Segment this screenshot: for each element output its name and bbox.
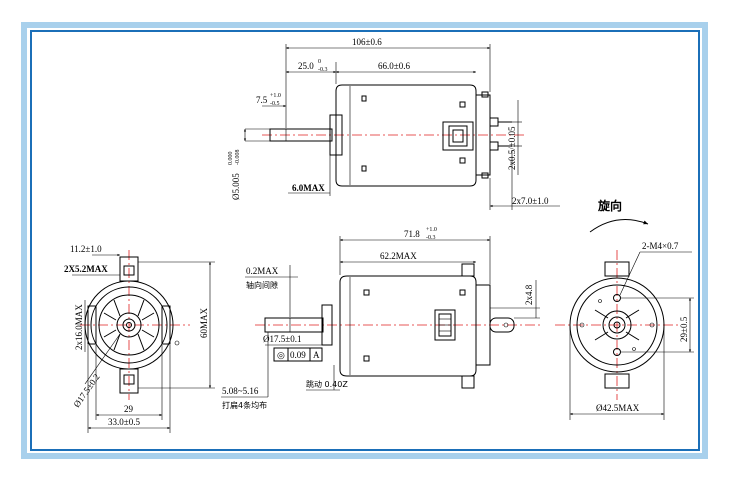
svg-text:0: 0	[318, 59, 321, 65]
shaft-diameter-label: Ø5.005	[231, 173, 241, 200]
pilot-diameter-label: Ø17.5±0.1	[263, 334, 301, 344]
hole-diameter-label: Ø17.5±0.2	[71, 372, 101, 409]
svg-text:-0.5: -0.5	[270, 101, 280, 107]
slot-width-label: 2x16.0MAX	[74, 304, 84, 350]
length-b-label: 62.2MAX	[380, 251, 417, 261]
flatness-symbol: ◎	[277, 350, 285, 360]
range-description: 打扁4条均布	[222, 400, 267, 410]
terminal-length-label: 2x7.0±1.0	[512, 196, 549, 206]
svg-text:-0.008: -0.008	[235, 150, 241, 166]
body-length-label: 71.8	[404, 229, 420, 239]
svg-text:0.000: 0.000	[228, 152, 234, 166]
top-view: 106±0.6 25.0 0 -0.3 66.0±0.6 7.5 +1.0 -0…	[228, 37, 560, 210]
rotation-label: 旋向	[597, 198, 622, 213]
flatness-value: 0.09	[290, 350, 306, 360]
svg-text:-0.3: -0.3	[426, 235, 436, 241]
range-label: 5.08~5.16	[222, 386, 259, 396]
side-protrusion-label: 2X5.2MAX	[64, 264, 108, 274]
flatness-datum: A	[313, 350, 320, 360]
rear-view: 旋向 2-M4×0.7 29±0.5 Ø42.5MAX	[555, 198, 694, 420]
terminal-label: 2x4.8	[524, 284, 534, 305]
endplay-label: 0.2MAX	[246, 266, 279, 276]
shaft-flat-label: 7.5	[256, 95, 268, 105]
side-view: 71.8 +1.0 -0.3 62.2MAX 0.2MAX 轴向间隙 2x4.8…	[221, 227, 540, 410]
flatness-frame	[273, 347, 323, 362]
inner-frame	[30, 30, 700, 451]
hole-spacing-label: 29±0.5	[679, 316, 689, 342]
endplay-description: 轴向间隙	[246, 280, 278, 290]
outer-frame	[21, 22, 708, 459]
inner-width-label: 29	[124, 404, 134, 414]
height-label: 60MAX	[199, 307, 209, 338]
svg-text:+1.0: +1.0	[426, 227, 437, 233]
body-length-label: 66.0±0.6	[378, 61, 410, 71]
rear-diameter-label: Ø42.5MAX	[596, 403, 640, 413]
shaft-length-label: 25.0	[298, 61, 314, 71]
top-offset-label: 11.2±1.0	[70, 244, 102, 254]
outer-width-label: 33.0±0.5	[108, 417, 140, 427]
front-view: 11.2±1.0 2X5.2MAX 2x16.0MAX 60MAX Ø17.5±…	[64, 244, 215, 433]
terminal-spacing-label: 2x0.5/±0.05	[507, 126, 517, 170]
screw-holes-label: 2-M4×0.7	[642, 241, 679, 251]
svg-text:-0.3: -0.3	[318, 67, 328, 73]
svg-text:+1.0: +1.0	[270, 93, 281, 99]
overall-length-label: 106±0.6	[352, 37, 382, 47]
boss-label: 6.0MAX	[292, 183, 325, 193]
runout-label: 跳动 0.40Z	[306, 379, 348, 389]
